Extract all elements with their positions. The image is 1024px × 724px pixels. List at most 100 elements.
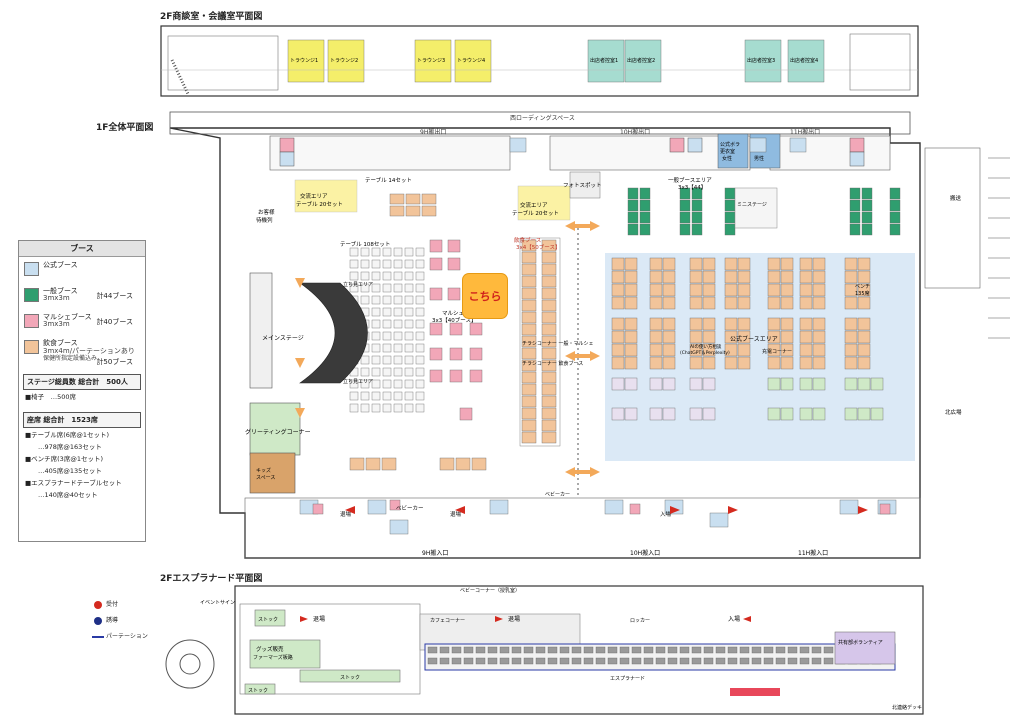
food-booth bbox=[649, 330, 663, 344]
marche-booth bbox=[429, 287, 443, 301]
kochira-highlight: こちら bbox=[463, 274, 507, 318]
esplanade-table bbox=[799, 657, 810, 665]
esplanade-table bbox=[751, 657, 762, 665]
ai-room-cell bbox=[649, 377, 663, 391]
partition-line-icon bbox=[92, 636, 104, 638]
table-set bbox=[393, 271, 403, 281]
marche-booth bbox=[447, 239, 461, 253]
food-booth bbox=[624, 270, 638, 284]
locker-label: ロッカー bbox=[630, 618, 650, 624]
table-bottom bbox=[455, 457, 471, 471]
table-set bbox=[393, 283, 403, 293]
food-booth bbox=[689, 330, 703, 344]
food-booth bbox=[624, 330, 638, 344]
table-bottom bbox=[365, 457, 381, 471]
charge-cell bbox=[812, 407, 826, 421]
esplanade-table bbox=[475, 646, 486, 654]
table-set bbox=[393, 319, 403, 329]
reception-dot-icon bbox=[94, 601, 102, 609]
esplanade-table bbox=[631, 646, 642, 654]
food-booth bbox=[541, 383, 557, 396]
volunteer-label: 共有部ボランティア bbox=[838, 639, 883, 646]
esplanade-table bbox=[823, 657, 834, 665]
general-booth bbox=[861, 223, 873, 236]
esplanade-table bbox=[667, 646, 678, 654]
table-set bbox=[415, 259, 425, 269]
ai-room-sub: (ChatGPT＆Perplexity) bbox=[680, 350, 730, 356]
food-booth bbox=[689, 356, 703, 370]
general-booth bbox=[861, 187, 873, 200]
table-set bbox=[382, 307, 392, 317]
table14 bbox=[405, 193, 421, 205]
food-booth bbox=[541, 347, 557, 360]
table-bottom bbox=[349, 457, 365, 471]
meeting-room bbox=[327, 39, 365, 83]
legend-marche-size: 3mx3m bbox=[43, 320, 70, 328]
legend-panel: ブース 公式ブース 一般ブース 3mx3m 計44ブース マルシェブース 3mx… bbox=[18, 240, 146, 542]
bench-cell bbox=[857, 377, 871, 391]
food-booth bbox=[737, 356, 751, 370]
meeting-room bbox=[287, 39, 325, 83]
food-booth bbox=[541, 419, 557, 432]
baby-corner-label: ベビーコーナー（授乳室） bbox=[460, 587, 520, 594]
legend-guide: 誘導 bbox=[92, 616, 148, 632]
seat-line-0: ■テーブル席(6席@1セット) bbox=[25, 431, 110, 439]
table-set bbox=[415, 307, 425, 317]
standing-bottom-label: 立ち見エリア bbox=[343, 378, 373, 385]
legend-general-label: 一般ブース bbox=[43, 287, 78, 295]
food-booth bbox=[724, 270, 738, 284]
entry-10h: 10H搬入口 bbox=[630, 549, 660, 557]
table-set bbox=[404, 259, 414, 269]
food-booth bbox=[624, 317, 638, 331]
esplanade-table bbox=[703, 646, 714, 654]
esplanade-table bbox=[547, 657, 558, 665]
food-booth bbox=[844, 283, 858, 297]
food-booth bbox=[767, 257, 781, 271]
food-booth bbox=[702, 257, 716, 271]
stock-label-3: ストック bbox=[248, 688, 268, 694]
general-booth bbox=[679, 211, 691, 224]
food-booth bbox=[649, 343, 663, 357]
food-booth bbox=[702, 270, 716, 284]
general-booth bbox=[627, 223, 639, 236]
guide-text: 誘導 bbox=[106, 617, 119, 624]
leaflet-food-label: チラシコーナー 飲食ブース bbox=[522, 360, 583, 367]
charge-cell bbox=[767, 407, 781, 421]
food-booth bbox=[611, 283, 625, 297]
esplanade-table bbox=[499, 646, 510, 654]
food-booth bbox=[844, 257, 858, 271]
meeting-room bbox=[787, 39, 825, 83]
table-set bbox=[371, 331, 381, 341]
table-bottom bbox=[439, 457, 455, 471]
table-set bbox=[393, 295, 403, 305]
bottom-room bbox=[709, 512, 729, 528]
food-booth bbox=[624, 296, 638, 310]
stock-label-1: ストック bbox=[258, 617, 278, 623]
general-booth bbox=[691, 187, 703, 200]
esplanade-table bbox=[691, 657, 702, 665]
marche-booth bbox=[469, 347, 483, 361]
general-booth bbox=[861, 211, 873, 224]
general-booth bbox=[889, 223, 901, 236]
food-booth bbox=[724, 296, 738, 310]
official-changing-label: 公式ボラ bbox=[720, 141, 740, 148]
food-booth bbox=[521, 287, 537, 300]
esplanade-table bbox=[475, 657, 486, 665]
esplanade-table bbox=[523, 646, 534, 654]
meeting-room-label: 出店者控室1 bbox=[590, 57, 618, 64]
food-booth-block bbox=[519, 237, 561, 447]
general-booth bbox=[627, 187, 639, 200]
marche-sub: 3x3【40ブース】 bbox=[432, 316, 476, 324]
table-set bbox=[360, 295, 370, 305]
table-set bbox=[371, 247, 381, 257]
food-booth bbox=[521, 263, 537, 276]
esplanade-table bbox=[523, 657, 534, 665]
exit-10h-top: 10H搬出口 bbox=[620, 128, 650, 136]
bench-cell bbox=[870, 407, 884, 421]
marche-booth bbox=[449, 322, 463, 336]
table-set bbox=[404, 403, 414, 413]
official-booth bbox=[749, 137, 767, 153]
food-booth bbox=[541, 371, 557, 384]
seat-line-3: …405席@135セット bbox=[25, 467, 102, 475]
esplanade-table bbox=[679, 646, 690, 654]
